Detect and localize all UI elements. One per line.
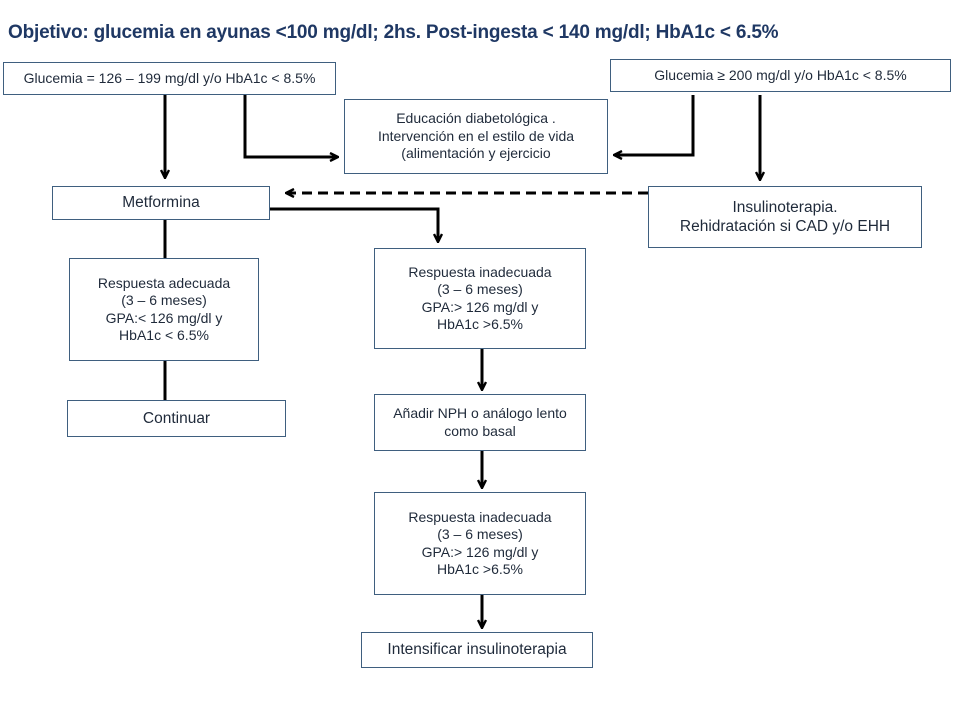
- anadir-nph-line-2: como basal: [444, 422, 516, 439]
- box-respuesta-inadecuada-2: Respuesta inadecuada (3 – 6 meses) GPA:>…: [374, 492, 586, 595]
- box-glucemia-200-text: Glucemia ≥ 200 mg/dl y/o HbA1c < 8.5%: [654, 66, 907, 83]
- respuesta-inadecuada-1-line-4: HbA1c >6.5%: [437, 316, 523, 332]
- arrow-metformina-to-respuesta-inadecuada: [270, 207, 438, 241]
- insulinoterapia-line-2: Rehidratación si CAD y/o EHH: [679, 218, 891, 235]
- educacion-line-1: Educación diabetológica .: [396, 110, 556, 127]
- box-anadir-nph: Añadir NPH o análogo lento como basal: [374, 394, 586, 451]
- respuesta-inadecuada-1-line-1: Respuesta inadecuada: [408, 263, 552, 280]
- box-respuesta-inadecuada-1: Respuesta inadecuada (3 – 6 meses) GPA:>…: [374, 248, 586, 349]
- respuesta-inadecuada-1-line-3: GPA:> 126 mg/dl y: [421, 298, 539, 315]
- box-glucemia-126-199-text: Glucemia = 126 – 199 mg/dl y/o HbA1c < 8…: [23, 69, 316, 86]
- box-intensificar-text: Intensificar insulinoterapia: [387, 641, 567, 659]
- respuesta-adecuada-line-4: HbA1c < 6.5%: [119, 327, 209, 343]
- educacion-line-2: Intervención en el estilo de vida: [377, 127, 575, 144]
- respuesta-inadecuada-2-line-3: GPA:> 126 mg/dl y: [421, 543, 539, 560]
- box-educacion: Educación diabetológica . Intervención e…: [344, 99, 608, 174]
- box-intensificar: Intensificar insulinoterapia: [361, 632, 593, 668]
- anadir-nph-line-1: Añadir NPH o análogo lento: [393, 405, 567, 421]
- insulinoterapia-line-1: Insulinoterapia.: [732, 198, 838, 216]
- respuesta-inadecuada-2-line-2: (3 – 6 meses): [437, 526, 523, 542]
- box-continuar-text: Continuar: [142, 409, 211, 427]
- respuesta-adecuada-line-1: Respuesta adecuada: [97, 274, 231, 291]
- box-continuar: Continuar: [67, 400, 286, 437]
- box-metformina-text: Metformina: [122, 194, 200, 212]
- respuesta-inadecuada-2-line-4: HbA1c >6.5%: [437, 561, 523, 577]
- respuesta-adecuada-line-3: GPA:< 126 mg/dl y: [105, 309, 223, 326]
- respuesta-inadecuada-2-line-1: Respuesta inadecuada: [408, 508, 552, 525]
- box-respuesta-adecuada: Respuesta adecuada (3 – 6 meses) GPA:< 1…: [69, 258, 259, 361]
- box-metformina: Metformina: [52, 186, 270, 220]
- box-glucemia-126-199: Glucemia = 126 – 199 mg/dl y/o HbA1c < 8…: [3, 62, 336, 95]
- box-glucemia-200: Glucemia ≥ 200 mg/dl y/o HbA1c < 8.5%: [610, 59, 951, 92]
- arrow-glucemia-to-educacion: [243, 95, 337, 157]
- page-title: Objetivo: glucemia en ayunas <100 mg/dl;…: [8, 22, 779, 43]
- respuesta-adecuada-line-2: (3 – 6 meses): [121, 292, 207, 308]
- educacion-line-3: (alimentación y ejercicio: [401, 145, 551, 162]
- respuesta-inadecuada-1-line-2: (3 – 6 meses): [437, 281, 523, 297]
- box-insulinoterapia: Insulinoterapia. Rehidratación si CAD y/…: [648, 186, 922, 248]
- arrow-glucemia200-to-educacion: [615, 95, 695, 155]
